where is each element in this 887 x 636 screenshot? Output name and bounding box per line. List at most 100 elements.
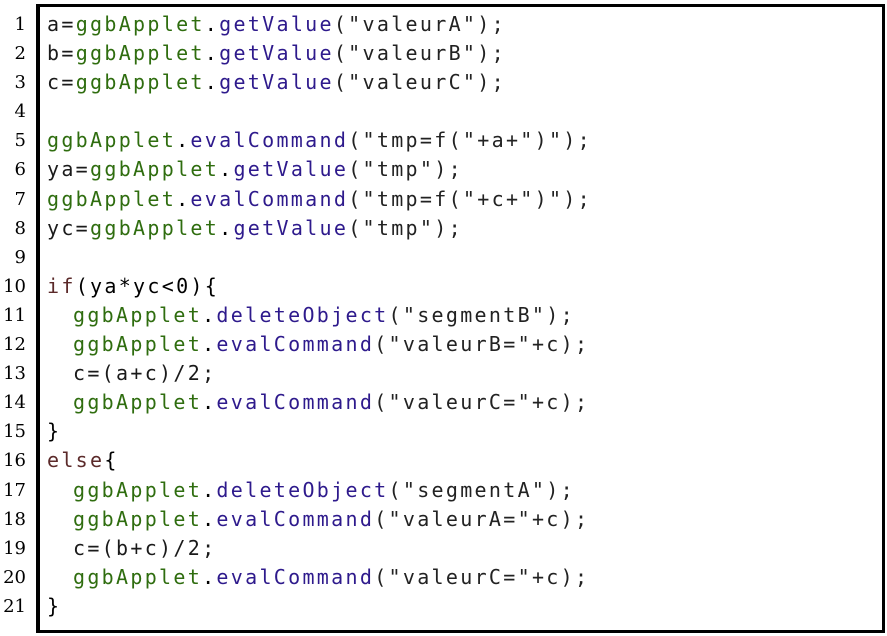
code-token-punct: . [202, 506, 217, 531]
code-token-punct: . [202, 302, 217, 327]
line-code: ggbApplet.deleteObject("segmentB"); [47, 301, 575, 330]
code-token-string: ("valeurC="+c); [374, 564, 590, 589]
code-token-method: deleteObject [216, 477, 389, 502]
code-token-object: ggbApplet [75, 41, 205, 66]
line-number: 7 [14, 188, 26, 210]
code-token-punct: { [104, 448, 119, 473]
line-number: 10 [3, 275, 26, 297]
code-token-object: ggbApplet [75, 12, 205, 36]
line-number: 11 [3, 304, 26, 326]
code-line: 7 ggbApplet.evalCommand("tmp=f("+c+")"); [0, 185, 887, 214]
code-token-method: getValue [219, 70, 334, 95]
line-number: 1 [14, 14, 26, 35]
code-token-punct: . [202, 390, 217, 415]
line-code: ggbApplet.evalCommand("valeurC="+c); [47, 563, 589, 592]
code-token-keyword: if [47, 273, 76, 298]
code-token-string: ("valeurB"); [333, 41, 506, 66]
code-token-string: ("segmentB"); [388, 302, 575, 327]
line-number: 3 [14, 72, 26, 94]
line-code: ggbApplet.evalCommand("valeurC="+c); [47, 388, 589, 417]
line-number: 6 [14, 159, 26, 181]
code-token-keyword: else [47, 448, 105, 473]
code-token-method: evalCommand [216, 506, 375, 531]
code-token-method: evalCommand [216, 390, 375, 415]
code-line: 8 yc=ggbApplet.getValue("tmp"); [0, 214, 887, 243]
code-token-identifier: c= [47, 70, 76, 95]
code-line: 17 ggbApplet.deleteObject("segmentA"); [0, 476, 887, 505]
line-number: 18 [3, 508, 26, 530]
code-token-object: ggbApplet [73, 390, 203, 415]
line-code: ggbApplet.evalCommand("tmp=f("+c+")"); [47, 185, 592, 214]
code-token-string: ("tmp"); [348, 157, 463, 182]
code-token-method: getValue [219, 12, 334, 36]
line-code: ggbApplet.evalCommand("valeurB="+c); [47, 330, 589, 359]
line-number: 9 [14, 246, 26, 268]
code-token-identifier: ya= [47, 157, 91, 182]
code-token-punct: . [202, 477, 217, 502]
code-token-method: getValue [233, 215, 349, 240]
code-token-string: ("valeurA"); [333, 12, 506, 36]
code-token-identifier: c=(b+c)/2; [73, 535, 217, 560]
code-token-punct: (ya*yc<0){ [75, 273, 220, 298]
line-code: c=(a+c)/2; [47, 359, 216, 388]
code-token-string: ("valeurA="+c); [374, 506, 590, 531]
code-token-string: ("segmentA"); [388, 477, 575, 502]
line-code: ggbApplet.deleteObject("segmentA"); [47, 476, 575, 505]
code-token-method: getValue [233, 157, 349, 182]
code-token-identifier: yc= [47, 215, 91, 240]
line-code: yc=ggbApplet.getValue("tmp"); [47, 214, 463, 243]
code-token-object: ggbApplet [73, 564, 203, 589]
code-token-identifier: c=(a+c)/2; [73, 361, 217, 386]
code-token-string: ("tmp=f("+a+")"); [348, 128, 592, 153]
code-token-punct: . [204, 70, 220, 95]
line-number: 13 [3, 363, 26, 385]
line-number: 16 [3, 450, 26, 472]
code-line: 15} [0, 417, 887, 446]
code-line: 20 ggbApplet.evalCommand("valeurC="+c); [0, 563, 887, 592]
code-token-method: evalCommand [216, 332, 375, 357]
line-number: 17 [3, 479, 26, 501]
line-code: else{ [47, 446, 119, 475]
code-token-punct: } [47, 419, 62, 444]
code-token-method: evalCommand [190, 186, 349, 211]
code-token-identifier: a= [47, 12, 76, 36]
code-token-method: evalCommand [190, 128, 349, 153]
code-token-string: ("tmp"); [348, 215, 463, 240]
line-number: 5 [14, 130, 26, 152]
code-token-method: deleteObject [216, 302, 389, 327]
code-token-object: ggbApplet [73, 477, 203, 502]
line-code: if(ya*yc<0){ [47, 272, 219, 301]
code-line: 1 a=ggbApplet.getValue("valeurA"); [0, 10, 887, 39]
code-token-punct: . [176, 186, 191, 211]
code-token-object: ggbApplet [73, 332, 203, 357]
code-token-object: ggbApplet [47, 186, 177, 211]
code-line: 6 ya=ggbApplet.getValue("tmp"); [0, 155, 887, 184]
line-code: a=ggbApplet.getValue("valeurA"); [47, 10, 506, 39]
line-code: } [47, 592, 61, 621]
line-number: 21 [3, 595, 26, 617]
code-token-method: evalCommand [216, 564, 375, 589]
line-code: b=ggbApplet.getValue("valeurB"); [47, 39, 506, 68]
code-line: 10 if(ya*yc<0){ [0, 272, 887, 301]
code-token-punct: . [202, 332, 217, 357]
line-number: 8 [14, 217, 26, 239]
line-code: c=(b+c)/2; [47, 534, 216, 563]
code-token-object: ggbApplet [75, 70, 205, 95]
line-number: 15 [3, 421, 26, 443]
code-token-string: ("valeurC"); [333, 70, 506, 95]
code-frame [36, 4, 885, 633]
line-code: ggbApplet.evalCommand("valeurA="+c); [47, 505, 589, 534]
line-code: c=ggbApplet.getValue("valeurC"); [47, 68, 506, 97]
code-line: 4 [0, 97, 887, 126]
line-code: ya=ggbApplet.getValue("tmp"); [47, 155, 463, 184]
code-token-punct: . [219, 157, 234, 182]
code-token-object: ggbApplet [73, 302, 203, 327]
code-token-string: ("valeurB="+c); [374, 332, 590, 357]
line-number: 4 [14, 101, 26, 123]
line-number: 20 [3, 566, 26, 588]
line-code: ggbApplet.evalCommand("tmp=f("+a+")"); [47, 126, 592, 155]
